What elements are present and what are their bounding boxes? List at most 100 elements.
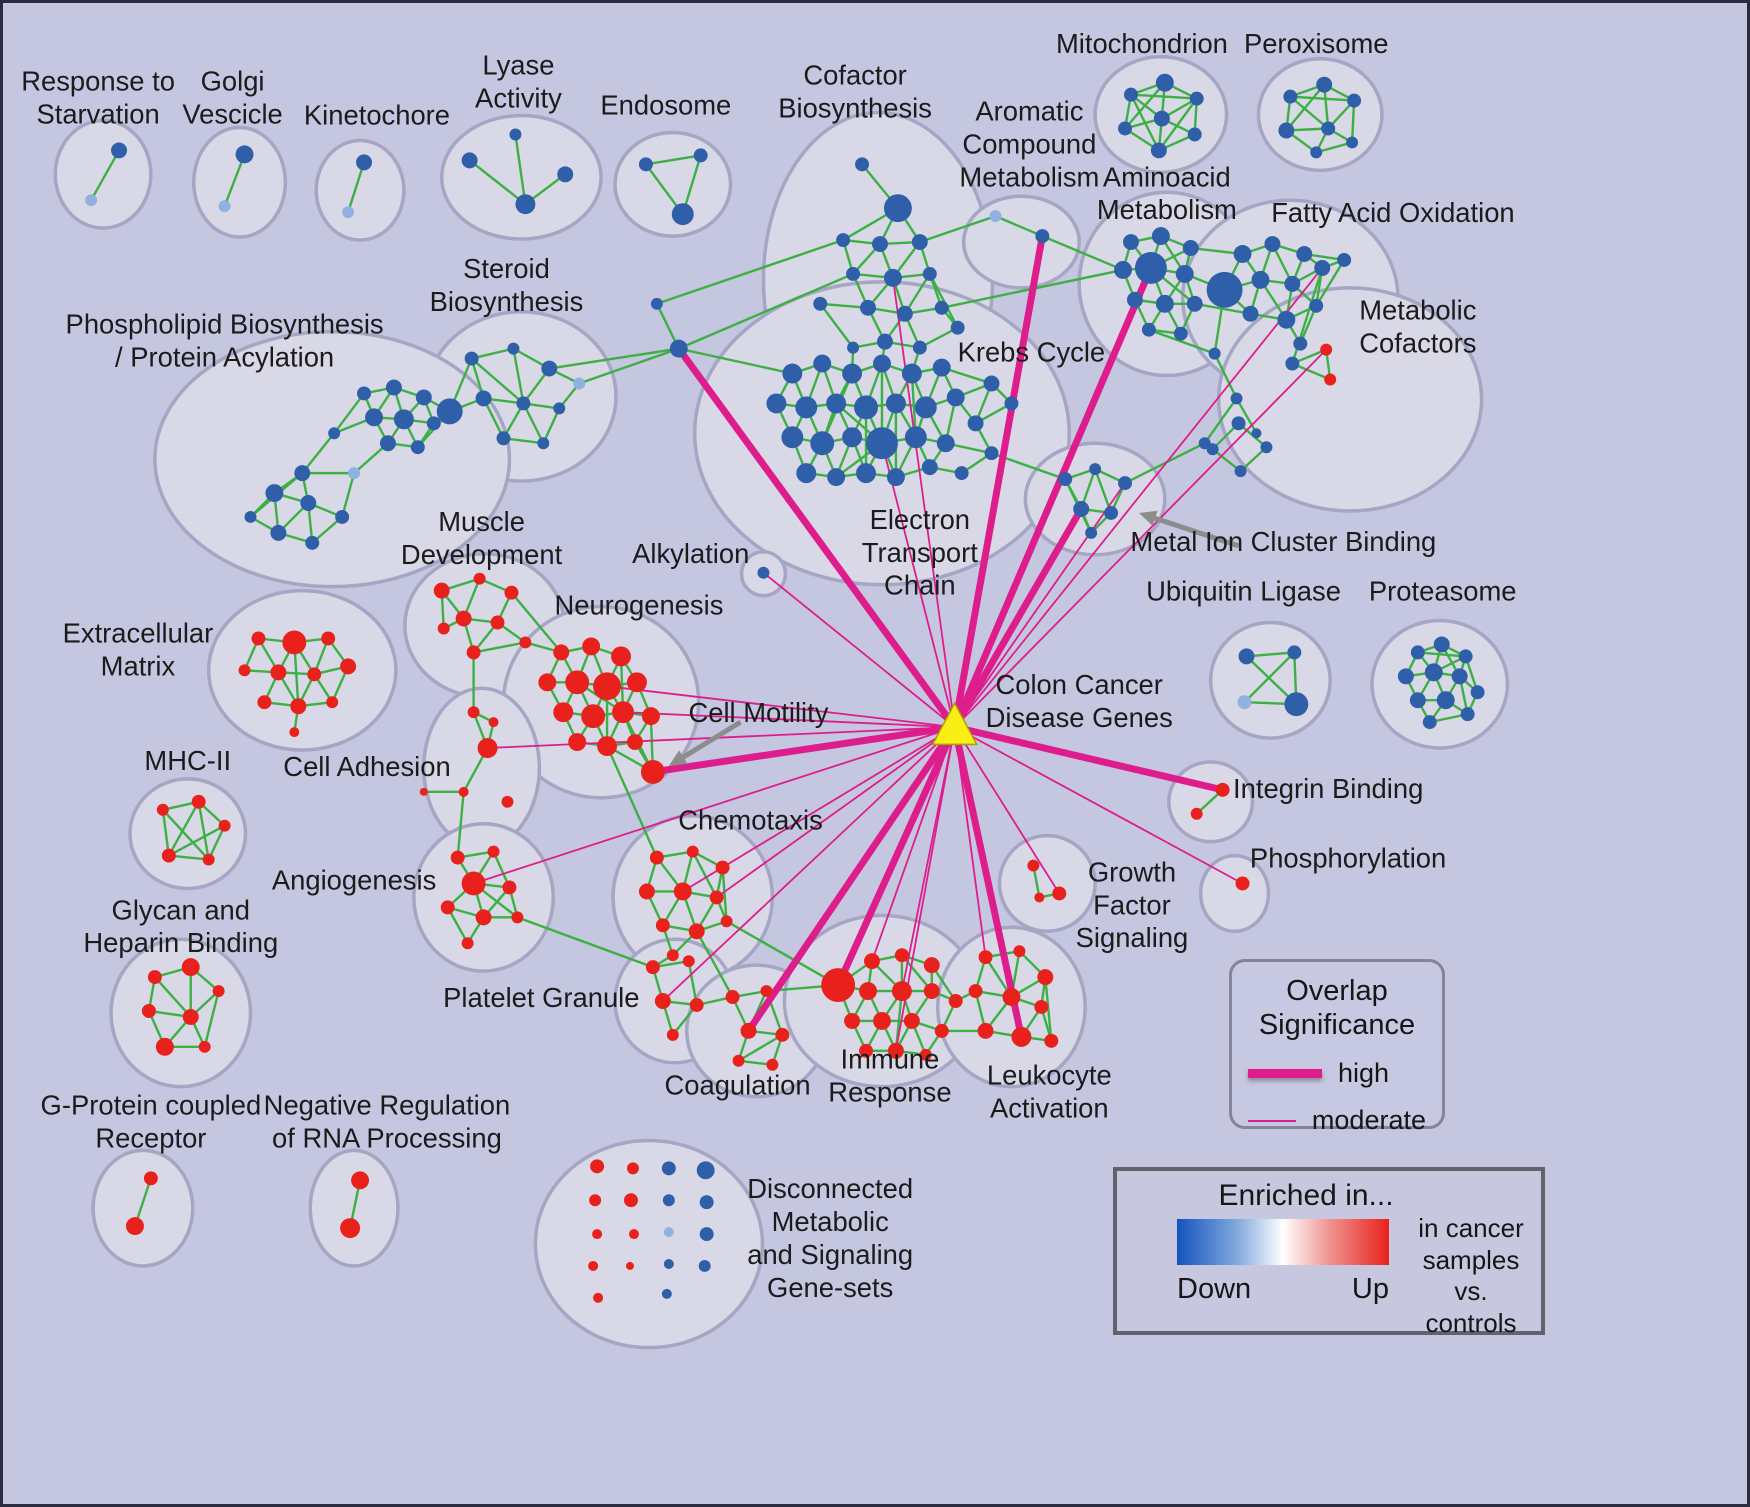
label-alkylation: Alkylation (632, 538, 749, 569)
gene-set-node (813, 296, 828, 311)
gene-set-node (1296, 246, 1313, 262)
gene-set-node (1230, 392, 1243, 405)
gene-set-node (872, 236, 888, 253)
gene-set-node (1151, 227, 1170, 246)
gene-set-node (795, 396, 818, 419)
gene-set-link (1041, 234, 1124, 272)
gene-set-node (641, 707, 660, 726)
gene-set-link (517, 916, 654, 969)
gene-set-node (662, 1194, 675, 1207)
gene-set-node (357, 386, 372, 401)
gene-set-node (873, 1011, 891, 1030)
gene-set-node (1190, 807, 1203, 820)
gene-set-node (385, 379, 402, 396)
gene-set-node (836, 233, 851, 248)
gene-set-node (666, 1028, 679, 1041)
gene-set-node (290, 698, 307, 715)
cluster-bubble-phosphorylation (1198, 853, 1271, 934)
gene-set-node (321, 631, 336, 646)
gene-set-node (904, 426, 927, 449)
gene-set-node (379, 435, 396, 452)
gene-set-node (628, 1229, 639, 1240)
gene-set-node (553, 644, 570, 661)
gene-set-link (678, 347, 793, 375)
gene-set-node (855, 157, 870, 172)
gene-set-node (487, 845, 500, 858)
gene-set-node (1175, 264, 1194, 283)
gene-set-node (328, 427, 341, 440)
gene-set-node (1310, 146, 1323, 159)
gene-set-node (466, 645, 481, 660)
label-cell-motility: Cell Motility (688, 697, 828, 728)
gene-set-node (883, 268, 902, 287)
gene-set-node (859, 982, 877, 1001)
gene-set-node (1235, 876, 1250, 891)
gene-set-node (475, 909, 492, 926)
gene-set-edge-peroxisome (1285, 83, 1326, 132)
gene-set-node (1460, 707, 1475, 722)
gene-set-node (590, 1159, 605, 1174)
gene-set-edge-peroxisome (1350, 100, 1356, 143)
gene-set-node (282, 630, 307, 655)
gene-set-node (699, 1195, 714, 1210)
gene-set-node (509, 128, 522, 141)
gene-set-edge-cofactor-biosynthesis (919, 326, 959, 349)
gene-set-node (270, 524, 287, 541)
gene-set-node (511, 911, 524, 924)
gene-set-node (1278, 122, 1295, 139)
gene-set-node (393, 409, 414, 430)
overlap-legend-title: Overlap Significance (1258, 975, 1416, 1042)
gene-set-node (1173, 326, 1188, 341)
gene-set-node (923, 983, 940, 1000)
gene-set-node (289, 727, 300, 738)
overlap-edge-moderate (953, 726, 987, 959)
gene-set-edge-mitochondrion (1129, 94, 1160, 151)
gene-set-edge-muscle-development (473, 641, 526, 654)
gene-set-link (456, 791, 465, 858)
gene-set-node (894, 948, 909, 963)
overlap-edge-moderate (953, 726, 1244, 885)
gene-set-node (661, 1288, 672, 1299)
label-integrin-binding: Integrin Binding (1233, 773, 1423, 804)
gene-set-node (650, 297, 663, 310)
gene-set-edge-cofactor-biosynthesis (819, 303, 855, 349)
overlap-edge-moderate (606, 685, 956, 729)
cluster-bubble-angiogenesis (412, 821, 556, 973)
gene-set-node (860, 299, 876, 316)
gene-set-node (1285, 356, 1300, 371)
label-mhc-ii: MHC-II (144, 745, 231, 776)
gene-set-node (597, 736, 618, 756)
gene-set-node (538, 673, 557, 692)
overlap-edge-moderate (953, 726, 1061, 895)
gene-set-link (1148, 328, 1216, 355)
enrichment-side-text: in cancer samples vs. controls (1418, 1213, 1524, 1339)
gene-set-edge-lyase-activity (514, 134, 527, 205)
cluster-bubble-glycan-heparin-binding (109, 937, 253, 1089)
gene-set-node (515, 194, 536, 215)
gene-set-edge-lyase-activity (468, 159, 527, 206)
gene-set-node (502, 880, 517, 895)
gene-set-node (663, 1258, 674, 1269)
label-proteasome: Proteasome (1369, 576, 1517, 607)
gene-set-node (666, 949, 679, 962)
gene-set-node (1141, 322, 1156, 337)
gene-set-edge-phospholipid-biosynthesis (301, 432, 336, 474)
gene-set-node (844, 1012, 861, 1029)
gene-set-node (1458, 649, 1473, 664)
gene-set-node (1316, 76, 1333, 93)
gene-set-node (1206, 271, 1243, 308)
gene-set-node (903, 1012, 920, 1029)
label-neurogenesis: Neurogenesis (554, 590, 723, 621)
gene-set-node (147, 970, 162, 985)
gene-set-node (1410, 645, 1425, 660)
gene-set-node (682, 955, 695, 968)
overlap-edge-moderate (953, 348, 1328, 729)
gene-set-node (305, 535, 320, 550)
gene-set-node (813, 354, 832, 373)
gene-set-node (235, 145, 254, 164)
label-fatty-acid-oxidation: Fatty Acid Oxidation (1271, 197, 1514, 228)
overlap-edge-moderate (892, 277, 956, 729)
